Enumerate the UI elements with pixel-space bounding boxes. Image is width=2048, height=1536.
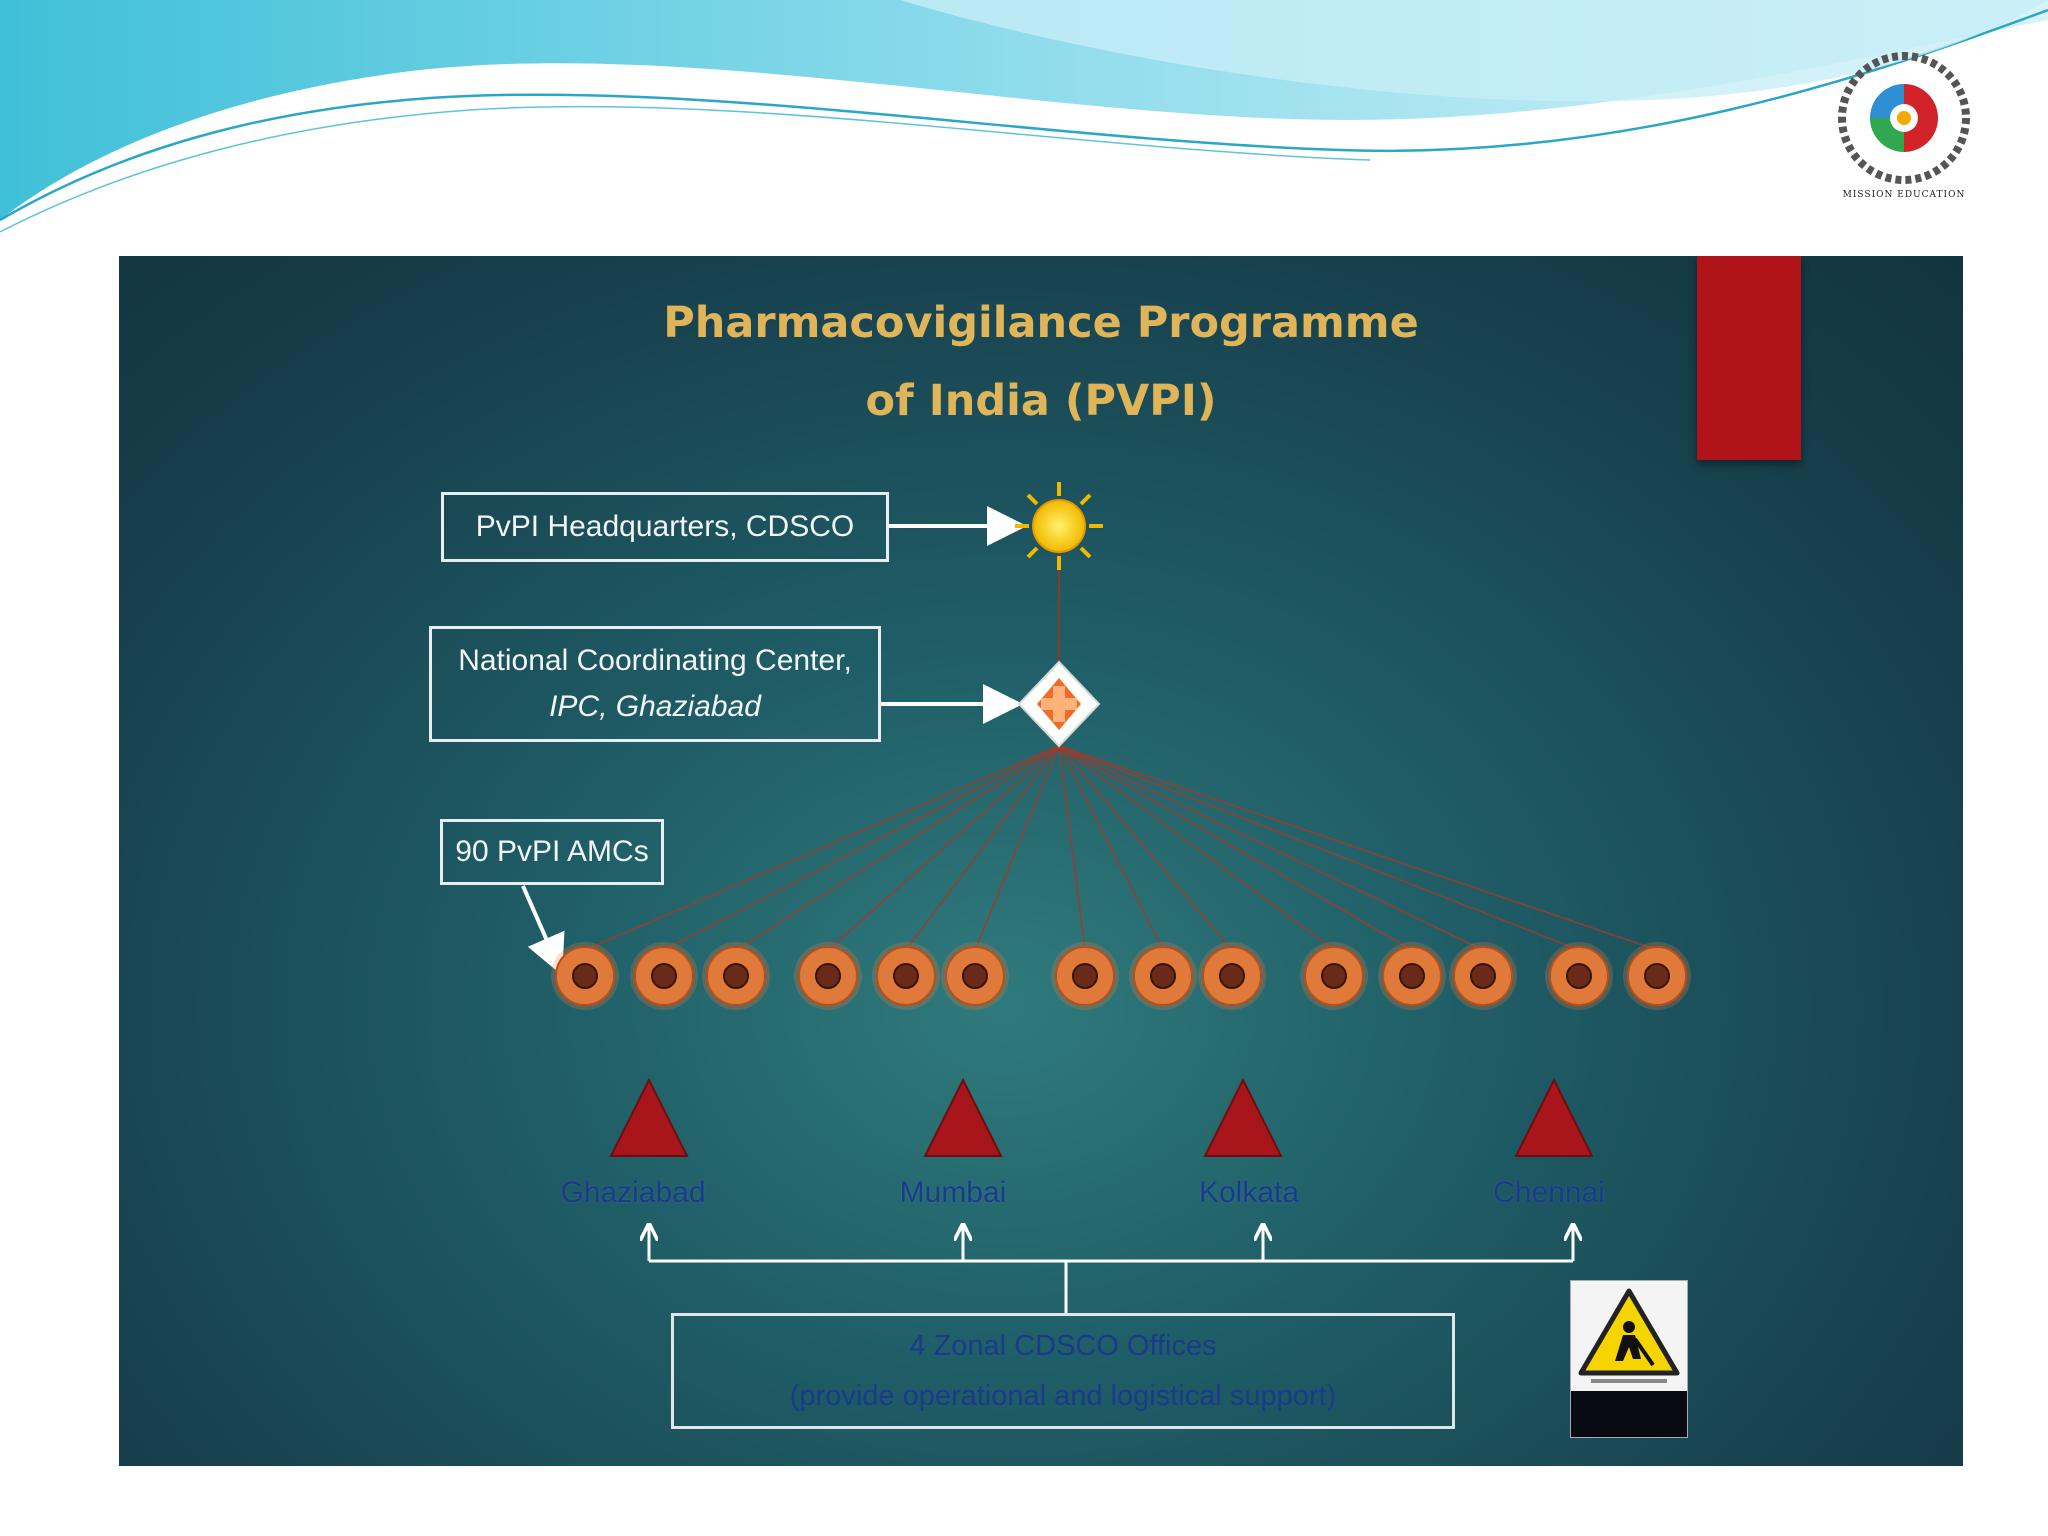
sun-icon xyxy=(1015,482,1103,570)
zone-triangle-icon xyxy=(1203,1077,1283,1157)
zone-label-chennai: Chennai xyxy=(1493,1176,1605,1209)
title-line-2: of India (PVPI) xyxy=(865,376,1217,426)
red-accent-tab xyxy=(1697,256,1801,460)
amc-link-line xyxy=(1058,745,1413,951)
hq-box: PvPI Headquarters, CDSCO xyxy=(441,492,889,562)
slide-title: Pharmacovigilance Programme of India (PV… xyxy=(119,284,1963,440)
amc-ring-icon xyxy=(630,942,698,1010)
wave-decoration xyxy=(0,0,2048,233)
amc-link-line xyxy=(1058,745,1086,951)
zone-triangle-icon xyxy=(1514,1077,1594,1157)
amc-ring-icon xyxy=(1545,942,1613,1010)
amc-link-line xyxy=(974,745,1060,951)
diamond-icon xyxy=(1017,660,1101,748)
amc-ring-icon xyxy=(1378,942,1446,1010)
amc-ring-icon xyxy=(1623,942,1691,1010)
amc-ring-icon xyxy=(1198,942,1266,1010)
zone-label-mumbai: Mumbai xyxy=(899,1176,1007,1209)
amc-rings xyxy=(551,942,1691,1010)
amc-link-line xyxy=(735,745,1060,951)
amc-ring-icon xyxy=(872,942,940,1010)
zone-triangle-icon xyxy=(609,1077,689,1157)
amc-link-line xyxy=(827,745,1060,951)
amc-link-line xyxy=(905,745,1060,951)
amc-ring-icon xyxy=(1300,942,1368,1010)
zonal-offices-box: 4 Zonal CDSCO Offices (provide operation… xyxy=(671,1313,1455,1429)
amc-label: 90 PvPI AMCs xyxy=(455,835,649,868)
ncc-label-line1: National Coordinating Center, xyxy=(458,644,852,677)
zone-triangles xyxy=(609,1077,1594,1157)
ncc-box: National Coordinating Center, IPC, Ghazi… xyxy=(429,626,881,742)
amc-ring-icon xyxy=(551,942,619,1010)
zonal-label-line2: (provide operational and logistical supp… xyxy=(789,1380,1337,1412)
amc-link-line xyxy=(1058,745,1233,951)
amc-arrow xyxy=(521,885,565,976)
amc-link-line xyxy=(1058,745,1580,951)
amc-link-line xyxy=(584,745,1060,951)
amc-ring-icon xyxy=(1051,942,1119,1010)
title-line-1: Pharmacovigilance Programme xyxy=(663,298,1419,348)
hq-label: PvPI Headquarters, CDSCO xyxy=(475,510,855,543)
amc-link-line xyxy=(1058,745,1164,951)
diagram-panel: Pharmacovigilance Programme of India (PV… xyxy=(119,256,1963,1466)
amc-ring-icon xyxy=(794,942,862,1010)
amc-link-line xyxy=(1058,745,1335,951)
amc-ring-icon xyxy=(702,942,770,1010)
amc-box: 90 PvPI AMCs xyxy=(440,819,664,885)
institution-logo: MISSION EDUCATION xyxy=(1820,48,1988,210)
amc-link-fan xyxy=(584,745,1658,951)
amc-link-line xyxy=(663,745,1060,951)
warning-sign-icon xyxy=(1570,1280,1688,1438)
logo-emblem-icon xyxy=(1838,52,1970,184)
amc-ring-icon xyxy=(941,942,1009,1010)
zonal-bracket xyxy=(649,1226,1573,1313)
hierarchy-diagram xyxy=(521,482,1691,1313)
zone-label-ghaziabad: Ghaziabad xyxy=(560,1176,706,1209)
zone-triangle-icon xyxy=(923,1077,1003,1157)
warning-sign-footer xyxy=(1571,1391,1687,1437)
amc-link-line xyxy=(1058,745,1484,951)
amc-ring-icon xyxy=(1449,942,1517,1010)
amc-link-line xyxy=(1058,745,1658,951)
warning-triangle-icon xyxy=(1578,1288,1680,1383)
zonal-label-line1: 4 Zonal CDSCO Offices xyxy=(909,1330,1217,1362)
ncc-label-line2: IPC, Ghaziabad xyxy=(549,690,761,723)
logo-caption: MISSION EDUCATION xyxy=(1842,190,1966,200)
amc-ring-icon xyxy=(1129,942,1197,1010)
zone-label-kolkata: Kolkata xyxy=(1198,1176,1300,1209)
